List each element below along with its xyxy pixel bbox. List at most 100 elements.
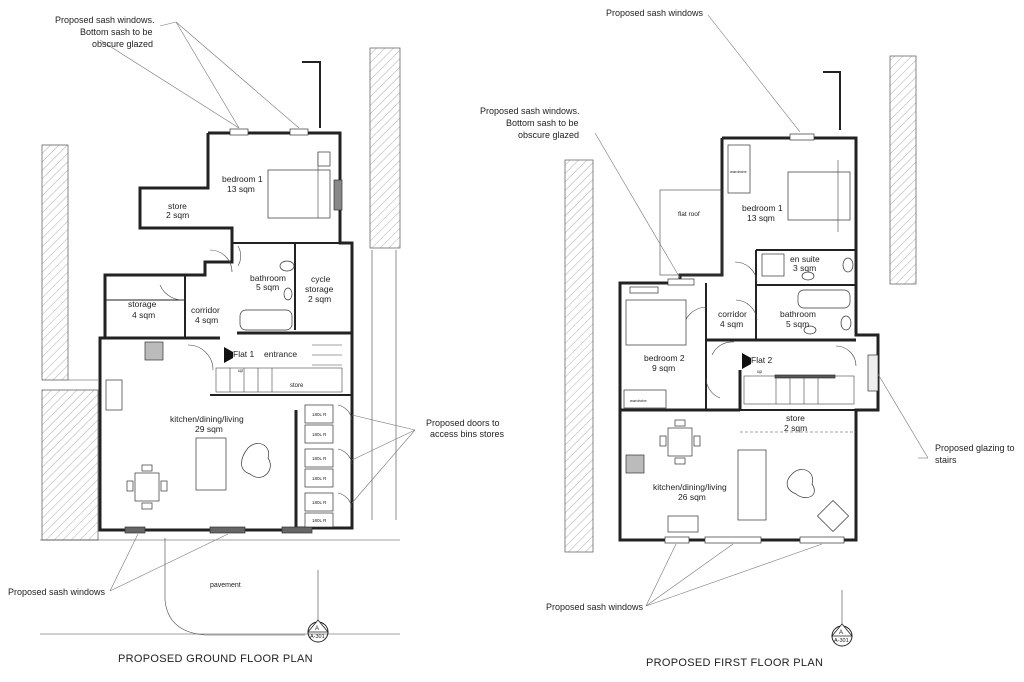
first-floor-plan: Proposed sash windows Proposed sash wind…	[480, 8, 1015, 669]
first-bedroom1-name: bedroom 1	[742, 203, 783, 213]
first-table	[667, 427, 693, 457]
ground-bin-3: 180L R	[312, 456, 327, 461]
first-shower	[761, 253, 785, 277]
first-neighbour-left-hatch	[564, 159, 594, 553]
bin-stores	[304, 404, 353, 528]
ground-annotation-sash-top-line2: Bottom sash to be	[80, 27, 153, 37]
first-annotation-sash-top: Proposed sash windows	[606, 8, 704, 18]
first-door-arc-4	[711, 341, 735, 356]
first-corridor-area: 4 sqm	[720, 319, 743, 329]
first-wardrobe-top-label: wardrobe	[730, 169, 747, 174]
first-door-arc-5	[705, 377, 721, 399]
first-ensuite-wc	[842, 257, 854, 273]
boundary-step	[302, 61, 321, 128]
first-ensuite-name: en suite	[790, 254, 820, 264]
first-chair-3	[674, 419, 686, 427]
first-bath-basin	[803, 325, 817, 335]
ground-kitchen-area: 29 sqm	[195, 424, 223, 434]
first-door-arc-1	[734, 261, 758, 283]
ground-table	[134, 472, 160, 502]
first-flat-arrow	[742, 353, 751, 369]
ground-leader-bins-2	[351, 429, 416, 461]
first-hob	[625, 454, 645, 474]
ground-bin-5: 180L R	[312, 500, 327, 505]
ground-annotation-sash-bottom: Proposed sash windows	[8, 587, 106, 597]
ground-storage-door-arc	[209, 249, 233, 273]
ground-bottom-window-2	[209, 526, 246, 534]
ground-annotation-bins-line2: access bins stores	[430, 429, 505, 439]
ground-stair-store: store	[290, 383, 304, 389]
ground-bin-6: 180L R	[312, 518, 327, 523]
first-plan-title: PROPOSED FIRST FLOOR PLAN	[646, 657, 823, 669]
ground-section-arrow	[307, 619, 329, 633]
ground-section-letter: A	[315, 626, 319, 632]
ground-sofa	[195, 437, 227, 491]
first-ensuite-area: 3 sqm	[793, 263, 816, 273]
ground-chair-4	[141, 502, 153, 510]
ground-bedroom1-area: 13 sqm	[227, 184, 255, 194]
first-bath-wc	[840, 315, 852, 331]
ground-leader-sash-top-3	[175, 21, 300, 129]
first-flat-roof-label: flat roof	[678, 211, 700, 218]
ground-section-ref: A-301	[310, 634, 325, 640]
ground-leader-bins-3	[351, 429, 416, 504]
ground-annotation-sash-top-line1: Proposed sash windows.	[55, 15, 155, 25]
first-bottom-window-1	[664, 536, 690, 544]
ground-bin-4: 180L R	[312, 476, 327, 481]
ground-bedroom1-name: bedroom 1	[222, 174, 263, 184]
ground-chair-2	[160, 480, 168, 492]
first-section-ref: A-301	[834, 638, 849, 644]
first-chair-2	[693, 435, 701, 447]
ground-stairs	[215, 344, 343, 393]
ground-sash-window-1	[229, 128, 249, 136]
flat-roof-area	[659, 189, 723, 276]
first-stair-up: up	[757, 369, 763, 374]
ground-leader-sash-bottom-2	[109, 533, 229, 592]
first-leader-sash-top	[707, 14, 801, 133]
ground-leader-sash-bottom-1	[109, 533, 139, 592]
ground-flat-label: Flat 1	[233, 349, 255, 359]
first-annotation-sash-left-line1: Proposed sash windows.	[480, 106, 580, 116]
ground-wc	[279, 260, 295, 272]
first-boundary-step	[823, 71, 841, 130]
ground-floor-plan: Proposed sash windows. Bottom sash to be…	[8, 15, 505, 665]
ground-store-name: store	[168, 201, 187, 211]
ground-bath-door-arc	[237, 245, 241, 267]
ground-cycle-name: cycle	[311, 274, 331, 284]
first-bath	[797, 289, 851, 309]
ground-corridor-name: corridor	[191, 305, 220, 315]
ground-bathroom-area: 5 sqm	[256, 282, 279, 292]
ground-corridor-door-arc	[159, 284, 186, 301]
first-annotation-sash-left-line2: Bottom sash to be	[506, 118, 579, 128]
first-sofa	[737, 449, 767, 521]
first-sash-window-top	[789, 133, 815, 141]
ground-bin-2: 180L R	[312, 432, 327, 437]
ground-leader-sash-top-1	[159, 21, 177, 27]
ground-corridor-area: 4 sqm	[195, 315, 218, 325]
first-sink	[667, 515, 699, 533]
first-leader-sash-bottom-3	[645, 543, 823, 607]
first-kitchen-name: kitchen/dining/living	[653, 482, 727, 492]
ground-bed	[267, 169, 331, 219]
ground-entrance-door-arc	[187, 344, 214, 371]
first-flat-label: Flat 2	[751, 355, 773, 365]
first-annotation-glazing-line2: stairs	[935, 455, 957, 465]
first-bed2	[625, 299, 687, 346]
ground-outer-wall	[98, 131, 354, 532]
ground-basin	[283, 287, 293, 301]
ground-rug	[241, 443, 271, 478]
first-store-area: 2 sqm	[784, 423, 807, 433]
ground-annotation-bins-line1: Proposed doors to	[426, 418, 500, 428]
first-bottom-window-2	[704, 536, 762, 544]
ground-leader-bins-1	[351, 414, 416, 431]
ground-bed-side-table	[317, 151, 331, 167]
ground-bath	[239, 309, 293, 331]
first-annotation-sash-bottom: Proposed sash windows	[546, 602, 644, 612]
ground-bathroom-name: bathroom	[250, 273, 286, 283]
first-wardrobe-top	[727, 144, 751, 194]
ground-sash-window-2	[289, 128, 309, 136]
ground-chair-3	[141, 464, 153, 472]
first-wardrobe-left-label: wardrobe	[630, 398, 647, 403]
ground-sink	[105, 379, 123, 411]
